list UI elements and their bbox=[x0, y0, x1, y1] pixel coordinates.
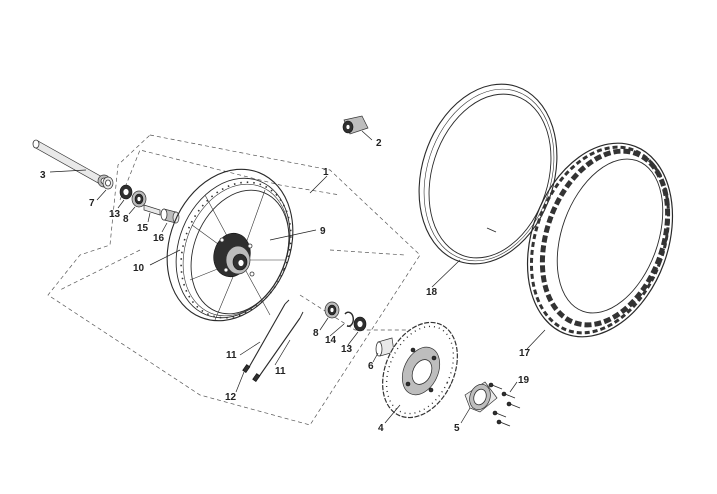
leader-lines bbox=[49, 130, 546, 424]
label-4: 4 bbox=[378, 423, 384, 434]
label-10: 10 bbox=[133, 263, 145, 274]
label-16: 16 bbox=[153, 233, 165, 244]
right-seal bbox=[353, 316, 367, 332]
left-seal bbox=[119, 184, 133, 200]
outer-spacer bbox=[160, 208, 180, 224]
label-11-left: 11 bbox=[226, 350, 237, 361]
brake-disc bbox=[382, 321, 458, 419]
label-5: 5 bbox=[454, 423, 460, 434]
label-13-right: 13 bbox=[341, 344, 353, 355]
label-19: 19 bbox=[518, 375, 530, 386]
inner-spacer-tube bbox=[143, 204, 161, 216]
label-17: 17 bbox=[519, 348, 531, 359]
label-18: 18 bbox=[426, 287, 438, 298]
label-9: 9 bbox=[320, 226, 326, 237]
label-15: 15 bbox=[137, 223, 149, 234]
left-bearing bbox=[131, 190, 147, 208]
inner-tube bbox=[418, 83, 558, 265]
label-8-right: 8 bbox=[313, 328, 319, 339]
label-2: 2 bbox=[376, 138, 382, 149]
label-11-right: 11 bbox=[275, 366, 286, 377]
abs-ring bbox=[464, 381, 498, 413]
spoke-set bbox=[242, 299, 304, 383]
part-labels: 1 2 3 7 13 8 15 16 9 10 11 11 12 8 14 13… bbox=[40, 138, 531, 434]
label-3: 3 bbox=[40, 170, 46, 181]
wheel-hub bbox=[213, 232, 255, 278]
disc-bolts bbox=[488, 382, 521, 427]
right-bearing bbox=[324, 301, 340, 319]
label-14: 14 bbox=[325, 335, 337, 346]
label-13-left: 13 bbox=[109, 209, 121, 220]
label-8-left: 8 bbox=[123, 214, 129, 225]
assembly-outline bbox=[47, 134, 421, 426]
disc-spacer bbox=[375, 337, 395, 357]
rim-lock bbox=[342, 115, 369, 135]
wheel-rim bbox=[166, 168, 294, 322]
label-6: 6 bbox=[368, 361, 374, 372]
tyre bbox=[526, 142, 674, 338]
circlip bbox=[344, 311, 354, 327]
label-1: 1 bbox=[323, 167, 329, 178]
left-spacer bbox=[102, 176, 114, 190]
label-7: 7 bbox=[89, 198, 95, 209]
label-12: 12 bbox=[225, 392, 237, 403]
